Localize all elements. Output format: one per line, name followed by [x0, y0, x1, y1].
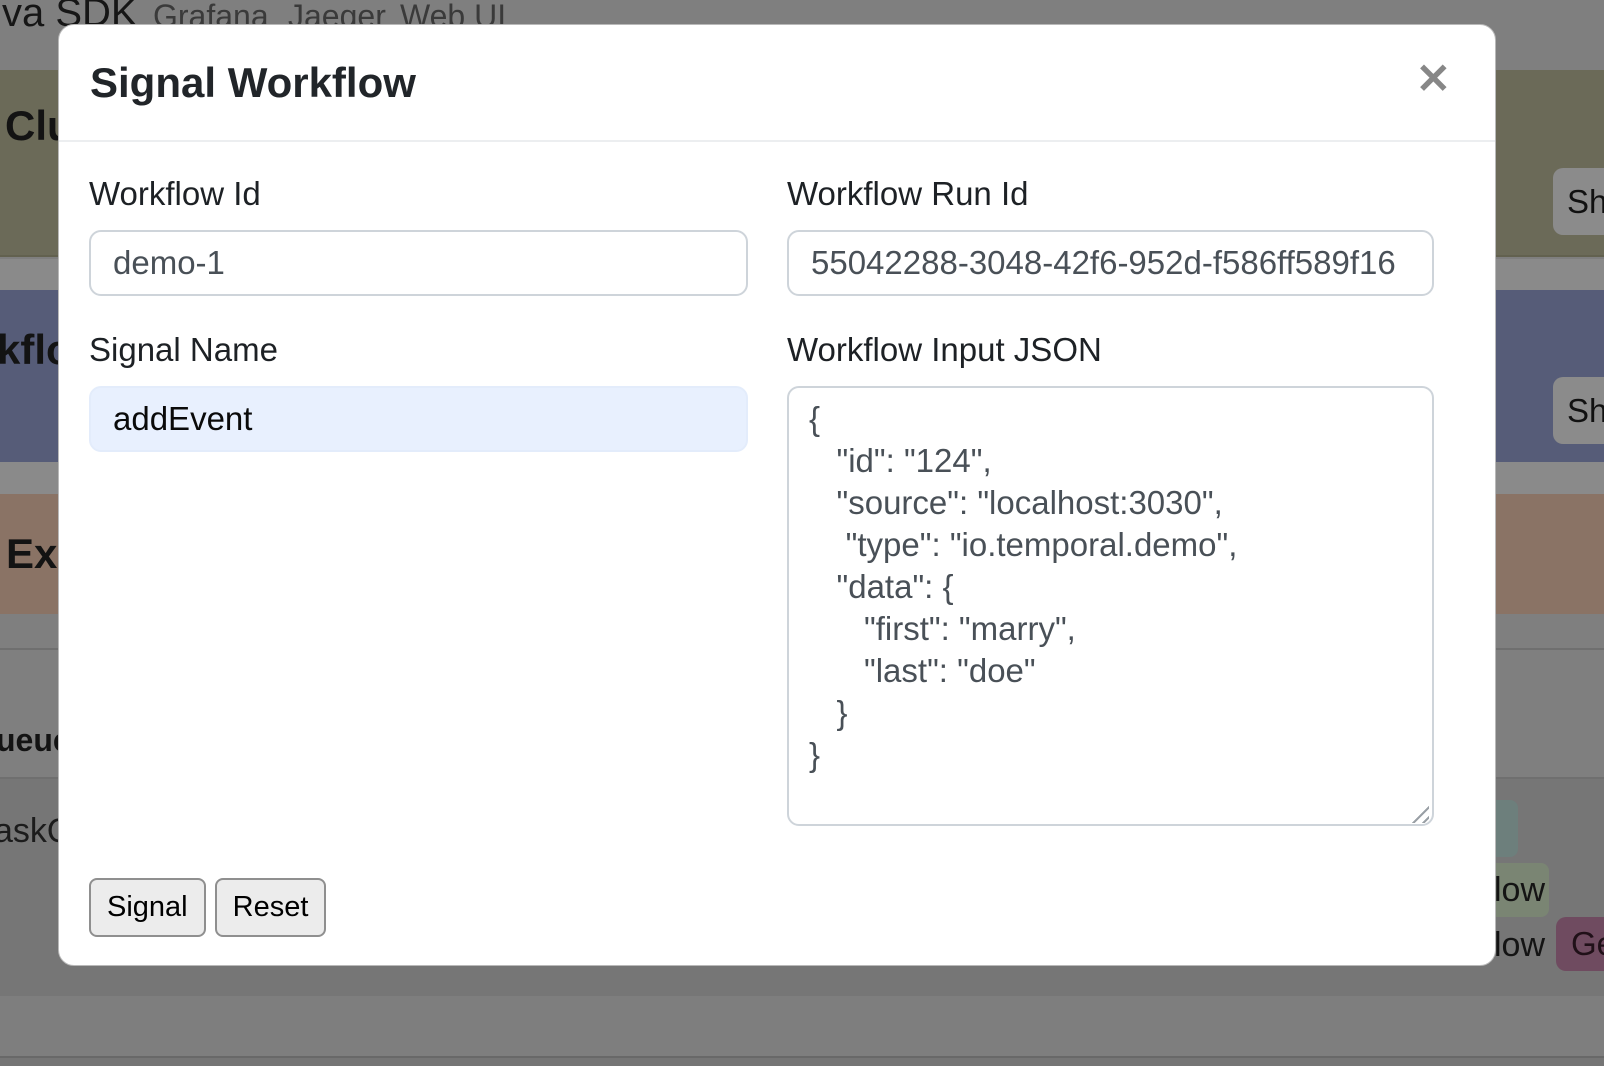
workflow-run-id-input[interactable]: [787, 230, 1434, 296]
reset-button[interactable]: Reset: [214, 878, 327, 937]
show-button-bottom[interactable]: Sh: [1553, 377, 1604, 444]
workflow-run-id-group: Workflow Run Id: [787, 172, 1434, 296]
modal-body: Workflow Id Workflow Run Id Signal Name …: [59, 142, 1495, 937]
close-icon[interactable]: ✕: [1415, 55, 1451, 102]
signal-name-label: Signal Name: [89, 331, 278, 368]
workflow-link-2[interactable]: low: [1494, 926, 1546, 964]
footer-bottom-band: [0, 1058, 1604, 1066]
signal-button[interactable]: Signal: [89, 878, 206, 937]
workflow-input-label: Workflow Input JSON: [787, 331, 1102, 368]
workflow-run-id-label: Workflow Run Id: [787, 175, 1029, 212]
workflow-id-group: Workflow Id: [89, 172, 748, 296]
workflow-input-textarea[interactable]: { "id": "124", "source": "localhost:3030…: [787, 386, 1434, 826]
modal-title: Signal Workflow: [90, 59, 416, 106]
workflow-id-input[interactable]: [89, 230, 748, 296]
signal-name-input[interactable]: [89, 386, 748, 452]
workflow-input-group: Workflow Input JSON { "id": "124", "sour…: [787, 328, 1434, 831]
signal-name-group: Signal Name: [89, 328, 748, 452]
workflow-id-label: Workflow Id: [89, 175, 261, 212]
signal-workflow-modal: Signal Workflow ✕ Workflow Id Workflow R…: [58, 24, 1496, 966]
workflow-link-1[interactable]: low: [1494, 871, 1546, 909]
footer-divider: [0, 1056, 1604, 1058]
get-button[interactable]: Ge: [1556, 917, 1604, 971]
show-button-top[interactable]: Sh: [1553, 168, 1604, 235]
modal-header: Signal Workflow ✕: [59, 25, 1495, 142]
page-footer-band: [0, 996, 1604, 1056]
